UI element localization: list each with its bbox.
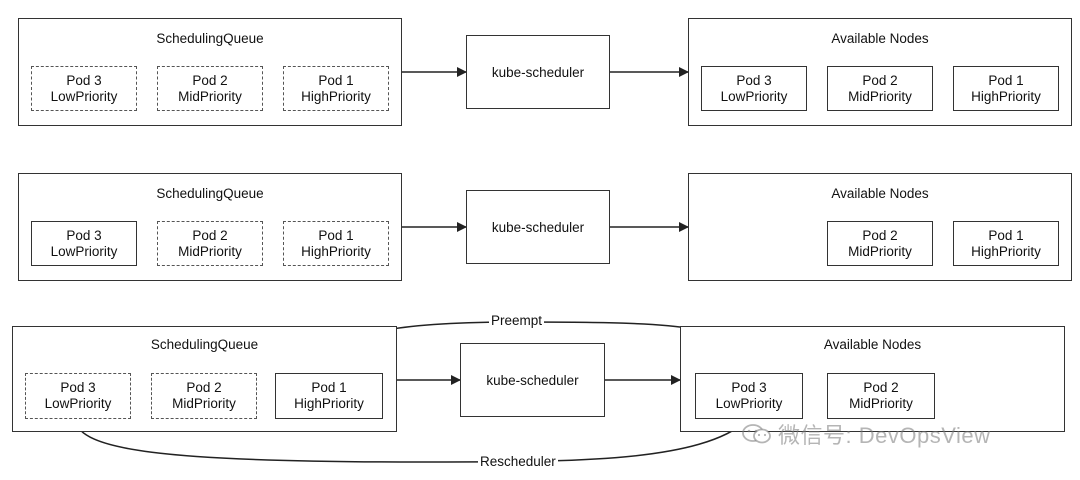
pod-priority: MidPriority [172,396,236,411]
wechat-icon [742,423,772,445]
pod-name: Pod 2 [192,72,228,88]
pod-name: Pod 2 [192,227,228,243]
node-pod-1: Pod 1 HighPriority [953,66,1059,111]
available-nodes-row2: Available Nodes Pod 2 MidPriority Pod 1 … [688,173,1072,281]
watermark: 微信号: DevOpsView [742,418,990,450]
kube-scheduler-row2: kube-scheduler [466,190,610,264]
available-nodes-title: Available Nodes [831,186,929,201]
available-nodes-title: Available Nodes [823,337,922,352]
watermark-text: 微信号: DevOpsView [778,423,991,448]
pod-priority: MidPriority [849,396,913,411]
pod-name: Pod 2 [186,380,222,395]
node-pod-2: Pod 2 MidPriority [827,221,933,266]
available-nodes-title: Available Nodes [831,31,929,46]
node-pod-1: Pod 1 HighPriority [953,221,1059,266]
pod-name: Pod 3 [66,72,102,88]
kube-scheduler-row1: kube-scheduler [466,35,610,109]
pod-priority: HighPriority [301,243,371,259]
pod-priority: HighPriority [294,396,364,411]
pod-name: Pod 1 [311,380,347,395]
pod-priority: HighPriority [301,88,371,104]
queue-pod-1: Pod 1 HighPriority [283,66,389,111]
pod-priority: MidPriority [178,88,242,104]
pod-priority: MidPriority [848,88,912,104]
scheduling-queue-row1: SchedulingQueue Pod 3 LowPriority Pod 2 … [18,18,402,126]
queue-pod-2: Pod 2 MidPriority [157,221,263,266]
pod-name: Pod 1 [318,72,354,88]
pod-name: Pod 2 [863,380,899,395]
pod-priority: MidPriority [178,243,242,259]
scheduling-queue-row2: SchedulingQueue Pod 3 LowPriority Pod 2 … [18,173,402,281]
pod-priority: MidPriority [848,243,912,259]
pod-name: Pod 3 [736,72,772,88]
pod-name: Pod 1 [988,227,1024,243]
scheduling-queue-row3: SchedulingQueue Pod 3 LowPriority Pod 2 … [12,326,397,432]
pod-name: Pod 3 [731,380,767,395]
queue-pod-3: Pod 3 LowPriority [25,373,131,419]
pod-name: Pod 1 [318,227,354,243]
node-pod-3: Pod 3 LowPriority [695,373,803,419]
pod-name: Pod 2 [862,72,898,88]
queue-pod-2: Pod 2 MidPriority [151,373,257,419]
rescheduler-arrow [71,419,749,463]
rescheduler-label: Rescheduler [478,454,558,469]
available-nodes-row3: Available Nodes Pod 3 LowPriority Pod 2 … [680,326,1065,432]
scheduling-queue-title: SchedulingQueue [156,186,264,201]
pod-name: Pod 1 [988,72,1024,88]
pod-priority: LowPriority [50,88,118,104]
queue-pod-1: Pod 1 HighPriority [275,373,383,419]
pod-priority: LowPriority [44,396,112,411]
kube-scheduler-row3: kube-scheduler [460,343,605,417]
pod-name: Pod 3 [66,227,102,243]
node-pod-2: Pod 2 MidPriority [827,66,933,111]
pod-priority: LowPriority [715,396,783,411]
pod-name: Pod 3 [60,380,96,395]
pod-priority: LowPriority [720,88,788,104]
pod-priority: HighPriority [971,88,1041,104]
queue-pod-1: Pod 1 HighPriority [283,221,389,266]
available-nodes-row1: Available Nodes Pod 3 LowPriority Pod 2 … [688,18,1072,126]
pod-priority: HighPriority [971,243,1041,259]
scheduling-queue-title: SchedulingQueue [150,337,259,352]
pod-priority: LowPriority [50,243,118,259]
queue-pod-3: Pod 3 LowPriority [31,66,137,111]
scheduling-queue-title: SchedulingQueue [156,31,264,46]
preempt-label: Preempt [489,313,545,328]
pod-name: Pod 2 [862,227,898,243]
node-pod-3: Pod 3 LowPriority [701,66,807,111]
queue-pod-3: Pod 3 LowPriority [31,221,137,266]
node-pod-2: Pod 2 MidPriority [827,373,935,419]
queue-pod-2: Pod 2 MidPriority [157,66,263,111]
